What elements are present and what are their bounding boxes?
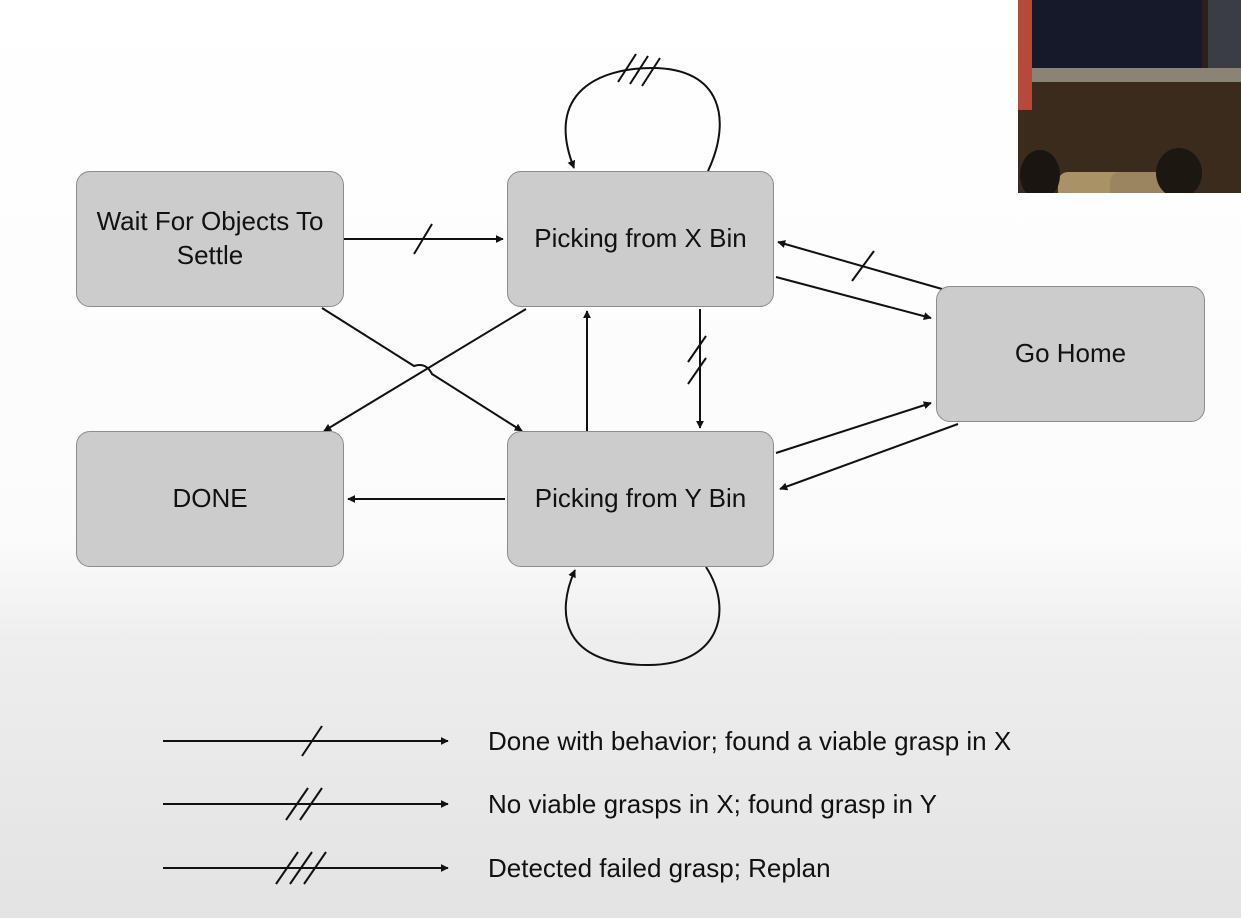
legend-arrow-2-mark1 — [285, 787, 309, 821]
self-loop-pickx-mark2 — [629, 55, 649, 85]
legend-text-3: Detected failed grasp; Replan — [488, 853, 831, 883]
legend-arrow-3-mark1 — [275, 851, 299, 885]
edge-wait-to-picky — [321, 307, 523, 432]
edge-pickx-to-picky-mark1 — [687, 335, 707, 363]
edge-wait-to-pickx-mark — [413, 223, 433, 255]
state-done: DONE — [76, 431, 344, 567]
self-loop-pickx — [564, 66, 721, 172]
legend-arrow-1-mark — [301, 725, 323, 757]
edge-home-to-pickx-mark — [851, 250, 875, 282]
self-loop-picky — [564, 566, 721, 667]
edge-pickx-to-done — [323, 308, 527, 432]
webcam-presenter — [1018, 0, 1032, 110]
state-picking-y: Picking from Y Bin — [507, 431, 774, 567]
edge-home-to-picky — [779, 423, 959, 491]
legend-text-1: Done with behavior; found a viable grasp… — [488, 726, 1012, 756]
state-go-home: Go Home — [936, 286, 1205, 422]
presenter-webcam-overlay — [1018, 0, 1241, 193]
edge-pickx-to-picky-mark2 — [687, 357, 707, 385]
webcam-seat-2 — [1110, 172, 1170, 193]
webcam-board-edge — [1208, 0, 1241, 68]
webcam-ledge — [1018, 68, 1241, 82]
legend-text-2: No viable grasps in X; found grasp in Y — [488, 789, 938, 819]
legend-arrow-3-mark2 — [289, 851, 313, 885]
webcam-audience-head-2 — [1020, 150, 1060, 193]
edge-home-to-pickx — [777, 240, 943, 290]
state-picking-x-label: Picking from X Bin — [534, 223, 747, 254]
self-loop-pickx-mark1 — [617, 53, 637, 83]
legend-arrow-2-mark2 — [299, 787, 323, 821]
legend-arrow-3-mark3 — [303, 851, 327, 885]
state-picking-y-label: Picking from Y Bin — [534, 483, 747, 514]
webcam-audience-head — [1156, 148, 1202, 193]
state-done-label: DONE — [172, 483, 248, 514]
edge-pickx-to-home — [775, 276, 932, 321]
state-go-home-label: Go Home — [1014, 338, 1127, 369]
state-picking-x: Picking from X Bin — [507, 171, 774, 307]
edge-picky-to-home — [775, 401, 932, 454]
state-wait-label: Wait For Objects To Settle — [96, 206, 324, 270]
webcam-blackboard — [1032, 0, 1202, 71]
state-wait-for-objects: Wait For Objects To Settle — [76, 171, 344, 307]
self-loop-pickx-mark3 — [641, 57, 661, 87]
